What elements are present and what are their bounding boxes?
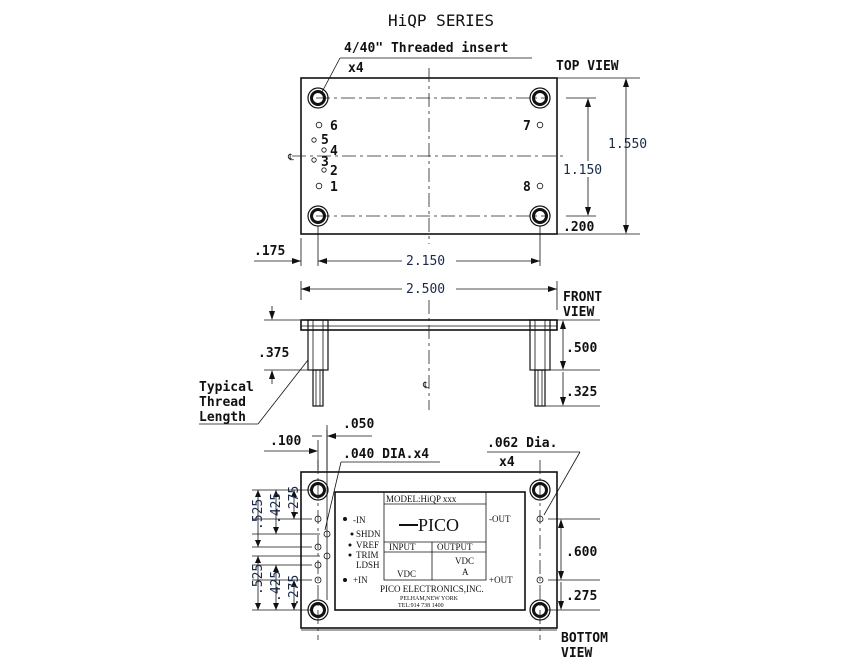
- front-view-label: FRONT: [563, 290, 602, 305]
- threaded-insert-icon: [307, 87, 329, 109]
- pin-number: 2: [330, 164, 338, 179]
- pin-number: 6: [330, 119, 338, 134]
- label-brand: PICO: [418, 515, 459, 535]
- pin-number: 1: [330, 180, 338, 195]
- pin-dia-leader: [324, 461, 342, 531]
- pin-icon: [323, 552, 331, 560]
- pin-marker-icon: [315, 121, 323, 129]
- front-view: 2.500 FRONT VIEW ℄ .375 Typical Thread: [199, 280, 602, 425]
- insert-label: 4/40" Threaded insert: [344, 41, 508, 56]
- bottom-view-label: VIEW: [561, 646, 592, 661]
- pin-marker-icon: [321, 167, 327, 173]
- pin-icon: [314, 576, 322, 584]
- dim-width: 2.500: [406, 282, 445, 297]
- hole-dia-label: .062 Dia.: [487, 436, 557, 451]
- centerline-symbol: ℄: [422, 380, 429, 390]
- front-pin: [312, 369, 324, 407]
- dim-right-spacing: .600: [566, 545, 597, 560]
- top-view: ℄ 4/40" Threaded insert x4 6 5 4 3 2 1 7…: [254, 41, 647, 269]
- pin-label: LDSH: [356, 560, 380, 570]
- pin-marker-icon: [315, 182, 323, 190]
- insert-qty: x4: [348, 61, 364, 76]
- dim-pin-offset: .050: [343, 417, 374, 432]
- bottom-view-outline: [300, 471, 558, 629]
- pin-marker-icon: [536, 182, 544, 190]
- dim-left-lower-edge: .275: [287, 575, 302, 606]
- pin-icon: [536, 576, 544, 584]
- dim-height: 1.550: [608, 137, 647, 152]
- pin-icon: [314, 543, 322, 551]
- pin-marker-icon: [311, 137, 317, 143]
- dim-left-upper-outer: .525: [251, 499, 266, 530]
- pin-icon: [323, 530, 331, 538]
- pin-number: 4: [330, 144, 338, 159]
- dim-hole-spacing: 2.150: [406, 254, 445, 269]
- pin-marker-icon: [321, 147, 327, 153]
- pin-label: TRIM: [356, 550, 379, 560]
- thread-note: Thread: [199, 395, 246, 410]
- label-vdc-in: VDC: [397, 569, 416, 579]
- label-output: OUTPUT: [437, 542, 473, 552]
- hole-qty: x4: [499, 455, 515, 470]
- label-vdc-out: VDC: [455, 556, 474, 566]
- dim-right-edge: .275: [566, 589, 597, 604]
- threaded-insert-icon: [529, 205, 551, 227]
- pin-marker-icon: [536, 121, 544, 129]
- top-view-label: TOP VIEW: [556, 59, 619, 74]
- label-model: MODEL:HiQP xxx: [386, 494, 457, 504]
- threaded-insert-icon: [529, 87, 551, 109]
- pin-dia-label: .040 DIA.x4: [343, 447, 429, 462]
- pin-number: 5: [321, 133, 329, 148]
- pin-label: +OUT: [489, 575, 513, 585]
- thread-note: Typical: [199, 380, 254, 395]
- pin-label: +IN: [353, 575, 368, 585]
- front-view-label: VIEW: [563, 305, 594, 320]
- dim-left-upper-edge: .275: [287, 486, 302, 517]
- pin-icon: [536, 515, 544, 523]
- thread-leader: [257, 359, 309, 425]
- dim-left-lower-inner: .425: [269, 571, 284, 602]
- label-amps: A: [462, 567, 469, 577]
- dim-pin-row: .100: [270, 434, 301, 449]
- pin-icon: [314, 515, 322, 523]
- pin-number: 8: [523, 180, 531, 195]
- insert-body: [529, 319, 551, 371]
- pin-icon: [314, 561, 322, 569]
- label-phone: TEL:914 738 1400: [398, 603, 444, 609]
- pin-label: VREF: [356, 540, 379, 550]
- insert-leader: [321, 57, 341, 93]
- pin-label: -IN: [353, 515, 366, 525]
- drawing-title: HiQP SERIES: [388, 11, 494, 30]
- dim-left-offset: .175: [254, 244, 285, 259]
- label-city: PELHAM,NEW YORK: [400, 596, 459, 602]
- insert-body: [307, 319, 329, 371]
- dim-inner-height: 1.150: [563, 163, 602, 178]
- pin-number: 7: [523, 119, 531, 134]
- dim-left-lower-outer: .525: [251, 564, 266, 595]
- pin-label: SHDN: [356, 529, 381, 539]
- dim-bottom-offset: .200: [563, 220, 594, 235]
- hole-dia-leader: [543, 451, 581, 516]
- bottom-view: MODEL:HiQP xxx PICO INPUT OUTPUT VDC VDC…: [251, 417, 608, 661]
- front-pin: [534, 369, 546, 407]
- centerline-symbol: ℄: [287, 152, 294, 162]
- pin-marker-icon: [311, 157, 317, 163]
- dim-left-upper-inner: .425: [269, 493, 284, 524]
- thread-note: Length: [199, 410, 246, 425]
- dim-pin-length: .325: [566, 385, 597, 400]
- pin-label: -OUT: [489, 514, 511, 524]
- label-input: INPUT: [389, 542, 416, 552]
- dim-body-height: .500: [566, 341, 597, 356]
- pin-number: 3: [321, 155, 329, 170]
- dim-thread: .375: [258, 346, 289, 361]
- bottom-view-label: BOTTOM: [561, 631, 608, 646]
- label-company: PICO ELECTRONICS,INC.: [380, 584, 484, 594]
